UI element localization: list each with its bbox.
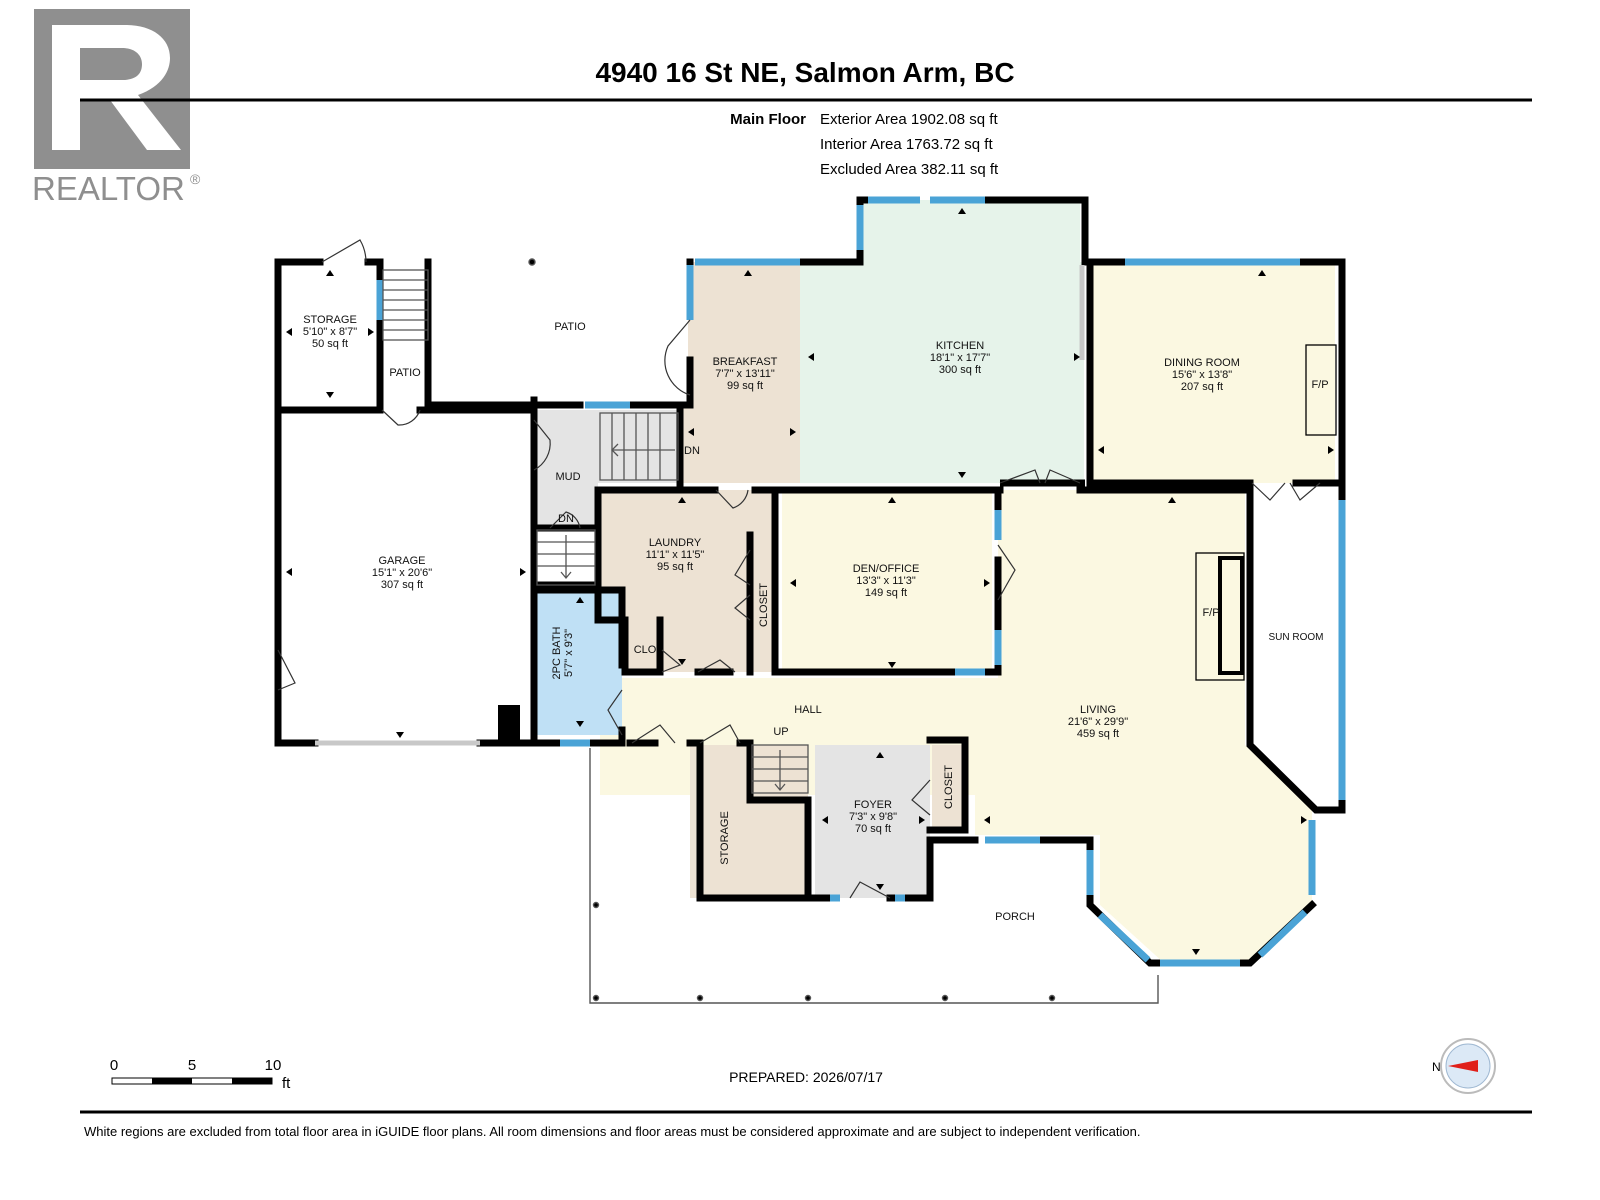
floor-label: Main Floor — [730, 111, 806, 128]
disclaimer-text: White regions are excluded from total fl… — [84, 1124, 1140, 1139]
mud-label: MUD — [555, 471, 580, 483]
laundry-fill — [598, 490, 775, 672]
foyer-dims: 7'3" x 9'8" — [849, 811, 897, 823]
living-dims: 21'6" x 29'9" — [1068, 716, 1128, 728]
foyer-label: FOYER — [854, 799, 892, 811]
scale-label-0: 0 — [110, 1057, 118, 1074]
closet-laundry-label: CLOSET — [758, 583, 770, 627]
windows — [376, 196, 1346, 967]
storage-bottom-fill — [690, 745, 808, 898]
dining-fireplace — [1305, 344, 1337, 436]
mud-fill — [534, 410, 680, 528]
den-area: 149 sq ft — [865, 587, 907, 599]
storage-bottom-label: STORAGE — [719, 811, 731, 865]
kitchen-dims: 18'1" x 17'7" — [930, 352, 990, 364]
living-area: 459 sq ft — [1077, 728, 1119, 740]
compass-needle-icon — [1448, 1060, 1478, 1072]
exterior-area: Exterior Area 1902.08 sq ft — [820, 111, 998, 128]
breakfast-fill — [680, 262, 800, 483]
dining-dims: 15'6" x 13'8" — [1172, 369, 1232, 381]
breakfast-label: BREAKFAST — [713, 356, 778, 368]
porch-label: PORCH — [995, 911, 1035, 923]
living-label: LIVING — [1080, 704, 1116, 716]
dining-area: 207 sq ft — [1181, 381, 1223, 393]
porch — [528, 258, 1159, 1004]
foyer-fill — [815, 745, 930, 898]
bath-label: 2PC BATH — [551, 626, 563, 679]
realtor-logo: REALTOR ® — [32, 9, 201, 207]
garage-label: GARAGE — [378, 555, 425, 567]
storage-top-area: 50 sq ft — [312, 338, 348, 350]
stair-up-hall: UP — [773, 726, 788, 738]
stairs — [382, 269, 809, 794]
patio-small-label: PATIO — [389, 367, 421, 379]
den-label: DEN/OFFICE — [853, 563, 920, 575]
closet-foyer-label: CLOSET — [943, 765, 955, 809]
breakfast-dims: 7'7" x 13'11" — [715, 368, 775, 380]
room-fills — [534, 200, 1335, 963]
breakfast-area: 99 sq ft — [727, 380, 763, 392]
page-title: 4940 16 St NE, Salmon Arm, BC — [595, 57, 1014, 88]
den-dims: 13'3" x 11'3" — [856, 575, 916, 587]
stair-dn-breakfast: DN — [684, 445, 700, 457]
clo-label: CLO — [634, 644, 657, 656]
storage-top-dims: 5'10" x 8'7" — [303, 326, 357, 338]
laundry-area: 95 sq ft — [657, 561, 693, 573]
partial-walls — [315, 265, 1085, 746]
living-fp-label: F/P — [1202, 607, 1219, 619]
closet-laundry-fill — [750, 535, 775, 672]
prepared-date: PREPARED: 2026/07/17 — [729, 1069, 883, 1085]
fireplaces — [1195, 344, 1337, 681]
excluded-area: Excluded Area 382.11 sq ft — [820, 161, 999, 178]
dining-fill — [1090, 262, 1335, 483]
laundry-dims: 11'1" x 11'5" — [646, 549, 705, 561]
stair-dn-mud: DN — [558, 513, 574, 525]
laundry-label: LAUNDRY — [649, 537, 702, 549]
dining-label: DINING ROOM — [1164, 357, 1240, 369]
scale-unit: ft — [282, 1075, 291, 1092]
scale-bar: 0 5 10 ft — [110, 1057, 291, 1092]
bath-dims: 5'7" x 9'3" — [563, 629, 575, 677]
closet-foyer-fill — [932, 745, 965, 830]
dimension-markers — [286, 208, 1334, 955]
foyer-area: 70 sq ft — [855, 823, 891, 835]
bath-fill — [534, 590, 622, 735]
walls — [274, 196, 1346, 967]
garage-corner-block — [498, 705, 520, 745]
sunroom-label: SUN ROOM — [1269, 632, 1324, 643]
garage-dims: 15'1" x 20'6" — [372, 567, 432, 579]
kitchen-label: KITCHEN — [936, 340, 984, 352]
kitchen-area: 300 sq ft — [939, 364, 981, 376]
den-fill — [782, 490, 992, 672]
scale-label-10: 10 — [265, 1057, 282, 1074]
storage-top-label: STORAGE — [303, 314, 357, 326]
patio-label: PATIO — [554, 321, 586, 333]
hall-fill — [622, 678, 1000, 745]
compass: N — [1432, 1038, 1496, 1094]
compass-north-label: N — [1432, 1060, 1441, 1074]
interior-area: Interior Area 1763.72 sq ft — [820, 136, 993, 153]
room-labels: STORAGE 5'10" x 8'7" 50 sq ft PATIO PATI… — [303, 314, 1329, 923]
garage-area: 307 sq ft — [381, 579, 423, 591]
hall-label: HALL — [794, 704, 822, 716]
door-swings — [277, 239, 1321, 899]
logo-text: REALTOR — [32, 170, 185, 207]
scale-label-5: 5 — [188, 1057, 196, 1074]
logo-registered-mark: ® — [190, 171, 201, 187]
kitchen-fill — [800, 200, 1084, 483]
dining-fp-label: F/P — [1311, 379, 1328, 391]
